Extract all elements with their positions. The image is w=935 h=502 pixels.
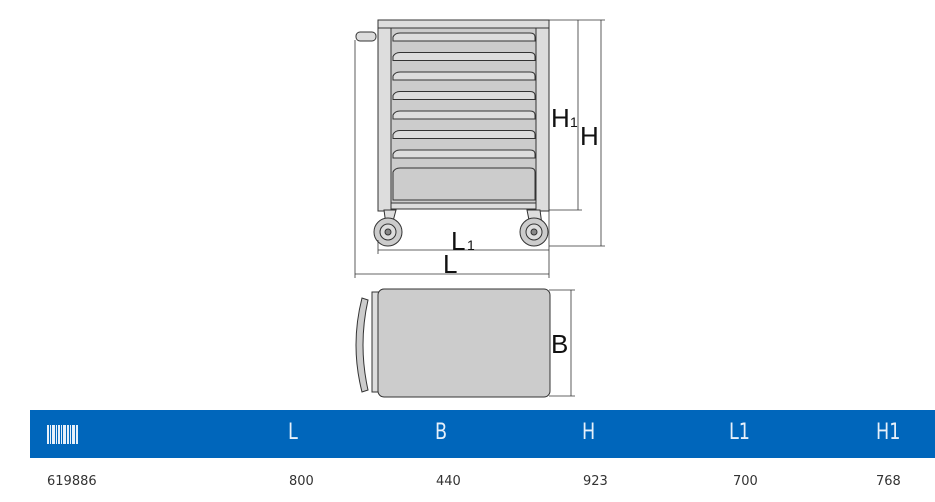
dimension-label-l1: L	[451, 226, 465, 256]
column-header-b: B	[435, 420, 448, 445]
drawer-front	[392, 32, 536, 42]
trolley-front-view	[355, 19, 550, 247]
tool-trolley-diagram: L L 1 H 1 H B	[354, 19, 605, 398]
column-header-h: H	[582, 420, 596, 445]
drawer-front	[392, 149, 536, 159]
dimension-label-h1-sub: 1	[570, 114, 578, 130]
dimension-lines	[354, 19, 605, 397]
trolley-top-view	[355, 288, 551, 398]
dimension-label-h: H	[580, 121, 599, 151]
drawer-front	[392, 110, 536, 120]
cell-h1: 768	[876, 474, 901, 489]
column-header-l1: L1	[729, 420, 751, 445]
drawer-front	[392, 91, 536, 100]
table-header: L B H L1 H1	[30, 410, 935, 458]
drawer-front	[392, 130, 536, 139]
dimension-label-l1-sub: 1	[467, 237, 475, 253]
dimension-label-l: L	[443, 249, 457, 279]
column-header-h1: H1	[876, 420, 901, 445]
dimension-label-b: B	[551, 329, 568, 359]
dimension-label-h1: H	[551, 103, 570, 133]
cell-l: 800	[289, 474, 314, 489]
cell-article-number: 619886	[47, 474, 97, 489]
drawer-front	[392, 52, 536, 61]
drawers	[392, 32, 536, 201]
barcode-icon	[47, 425, 78, 444]
drawer-front-large	[392, 167, 536, 201]
cell-h: 923	[583, 474, 608, 489]
cell-l1: 700	[733, 474, 758, 489]
column-header-l: L	[288, 420, 298, 445]
drawer-front	[392, 71, 536, 81]
cell-b: 440	[436, 474, 461, 489]
